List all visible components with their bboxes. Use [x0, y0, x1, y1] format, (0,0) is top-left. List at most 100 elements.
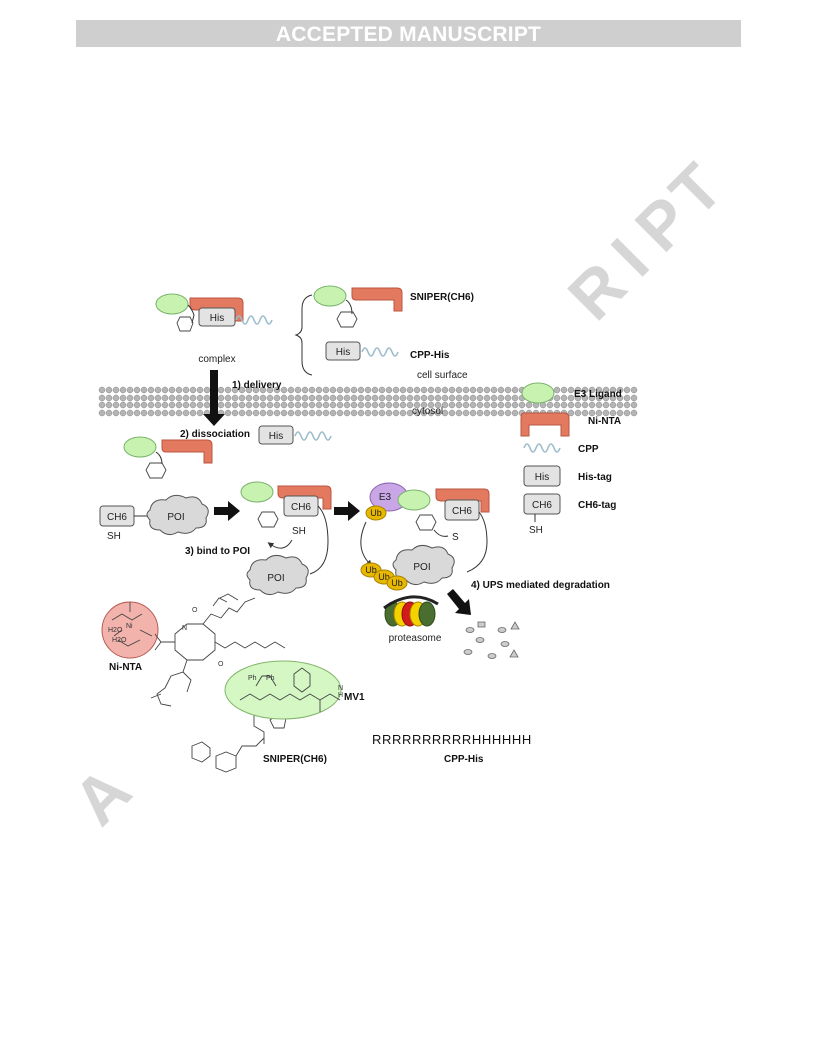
sniper-ni-nta — [351, 287, 403, 312]
dissociation-label: 2) dissociation — [180, 429, 250, 440]
ub-transfer-arrow — [360, 521, 373, 567]
legend-his-box-text: His — [535, 472, 549, 483]
legend-cpp-swatch — [523, 443, 561, 453]
free-his-text: His — [269, 431, 283, 442]
free-cpp-coil — [294, 431, 332, 441]
membrane-bead — [420, 394, 428, 402]
membrane-bead — [420, 386, 428, 394]
membrane-bead — [126, 401, 134, 409]
membrane-bead — [105, 401, 113, 409]
membrane-bead — [455, 409, 463, 417]
atom-o-1: O — [192, 607, 198, 614]
arm-upper — [202, 593, 256, 625]
chemical-structure: H2O Ni H2O Ni-NTA Ph Ph N H MV1 O N O SN… — [101, 593, 365, 773]
membrane-bead — [301, 386, 309, 394]
diss-ni-nta — [161, 439, 213, 464]
membrane-bead — [168, 401, 176, 409]
membrane-bead — [252, 394, 260, 402]
membrane-bead — [168, 394, 176, 402]
membrane-bead — [133, 401, 141, 409]
membrane-bead — [168, 386, 176, 394]
membrane-bead — [378, 409, 386, 417]
membrane-bead — [308, 386, 316, 394]
membrane-bead — [385, 386, 393, 394]
membrane-bead — [378, 386, 386, 394]
membrane-bead — [413, 386, 421, 394]
poi-left-text: POI — [167, 512, 184, 523]
membrane-bead — [161, 409, 169, 417]
membrane-bead — [147, 386, 155, 394]
membrane-bead — [560, 401, 568, 409]
membrane-bead — [476, 394, 484, 402]
membrane-bead — [196, 394, 204, 402]
membrane-bead — [364, 386, 372, 394]
ub-chain-1-text: Ub — [365, 565, 377, 575]
membrane-bead — [343, 386, 351, 394]
membrane-bead — [231, 401, 239, 409]
sh-left-text: SH — [107, 531, 121, 542]
membrane-bead — [574, 394, 582, 402]
membrane-bead — [231, 386, 239, 394]
membrane-bead — [364, 394, 372, 402]
cell-surface-label: cell surface — [417, 370, 468, 381]
membrane-bead — [574, 401, 582, 409]
delivery-label: 1) delivery — [232, 380, 282, 391]
membrane-bead — [329, 386, 337, 394]
e3-text: E3 — [379, 492, 392, 503]
membrane-bead — [567, 409, 575, 417]
right-tether — [466, 511, 488, 573]
ups-label: 4) UPS mediated degradation — [471, 580, 610, 591]
membrane-bead — [378, 401, 386, 409]
mid-curved-arrow — [267, 539, 293, 549]
membrane-bead — [119, 401, 127, 409]
membrane-bead — [385, 401, 393, 409]
membrane-bead — [588, 386, 596, 394]
s-right-text: S — [452, 532, 459, 543]
membrane-bead — [217, 394, 225, 402]
membrane-bead — [588, 409, 596, 417]
membrane-bead — [259, 394, 267, 402]
legend-ni-nta-label: Ni-NTA — [588, 416, 621, 427]
membrane-bead — [147, 401, 155, 409]
poi-right-text: POI — [413, 562, 430, 573]
sniper-maleimide — [336, 311, 358, 328]
membrane-bead — [455, 386, 463, 394]
membrane-bead — [469, 401, 477, 409]
membrane-bead — [259, 386, 267, 394]
complex-linker — [187, 304, 195, 324]
membrane-bead — [497, 401, 505, 409]
membrane-bead — [413, 401, 421, 409]
membrane-bead — [105, 394, 113, 402]
membrane-bead — [420, 401, 428, 409]
membrane-bead — [406, 394, 414, 402]
membrane-bead — [469, 409, 477, 417]
membrane-bead — [574, 386, 582, 394]
membrane-bead — [616, 401, 624, 409]
membrane-bead — [413, 394, 421, 402]
sniper-e3-ligand — [313, 285, 347, 307]
membrane-bead — [231, 409, 239, 417]
membrane-bead — [245, 394, 253, 402]
membrane-bead — [112, 401, 120, 409]
membrane-bead — [140, 386, 148, 394]
membrane-bead — [294, 394, 302, 402]
membrane-bead — [203, 401, 211, 409]
membrane-bead — [182, 409, 190, 417]
poi-mid-text: POI — [267, 573, 284, 584]
diss-maleimide — [145, 462, 167, 479]
membrane-bead — [259, 409, 267, 417]
membrane-bead — [98, 409, 106, 417]
ch6-right-box — [444, 499, 480, 521]
membrane-bead — [315, 409, 323, 417]
fragment-6 — [510, 621, 520, 630]
membrane-bead — [413, 409, 421, 417]
membrane-bead — [280, 386, 288, 394]
banner-text: ACCEPTED MANUSCRIPT — [275, 23, 542, 46]
membrane-bead — [329, 409, 337, 417]
membrane-bead — [238, 386, 246, 394]
membrane-bead — [434, 401, 442, 409]
membrane-bead — [623, 386, 631, 394]
atom-n: N — [338, 685, 343, 692]
membrane-bead — [602, 401, 610, 409]
membrane-bead — [301, 409, 309, 417]
